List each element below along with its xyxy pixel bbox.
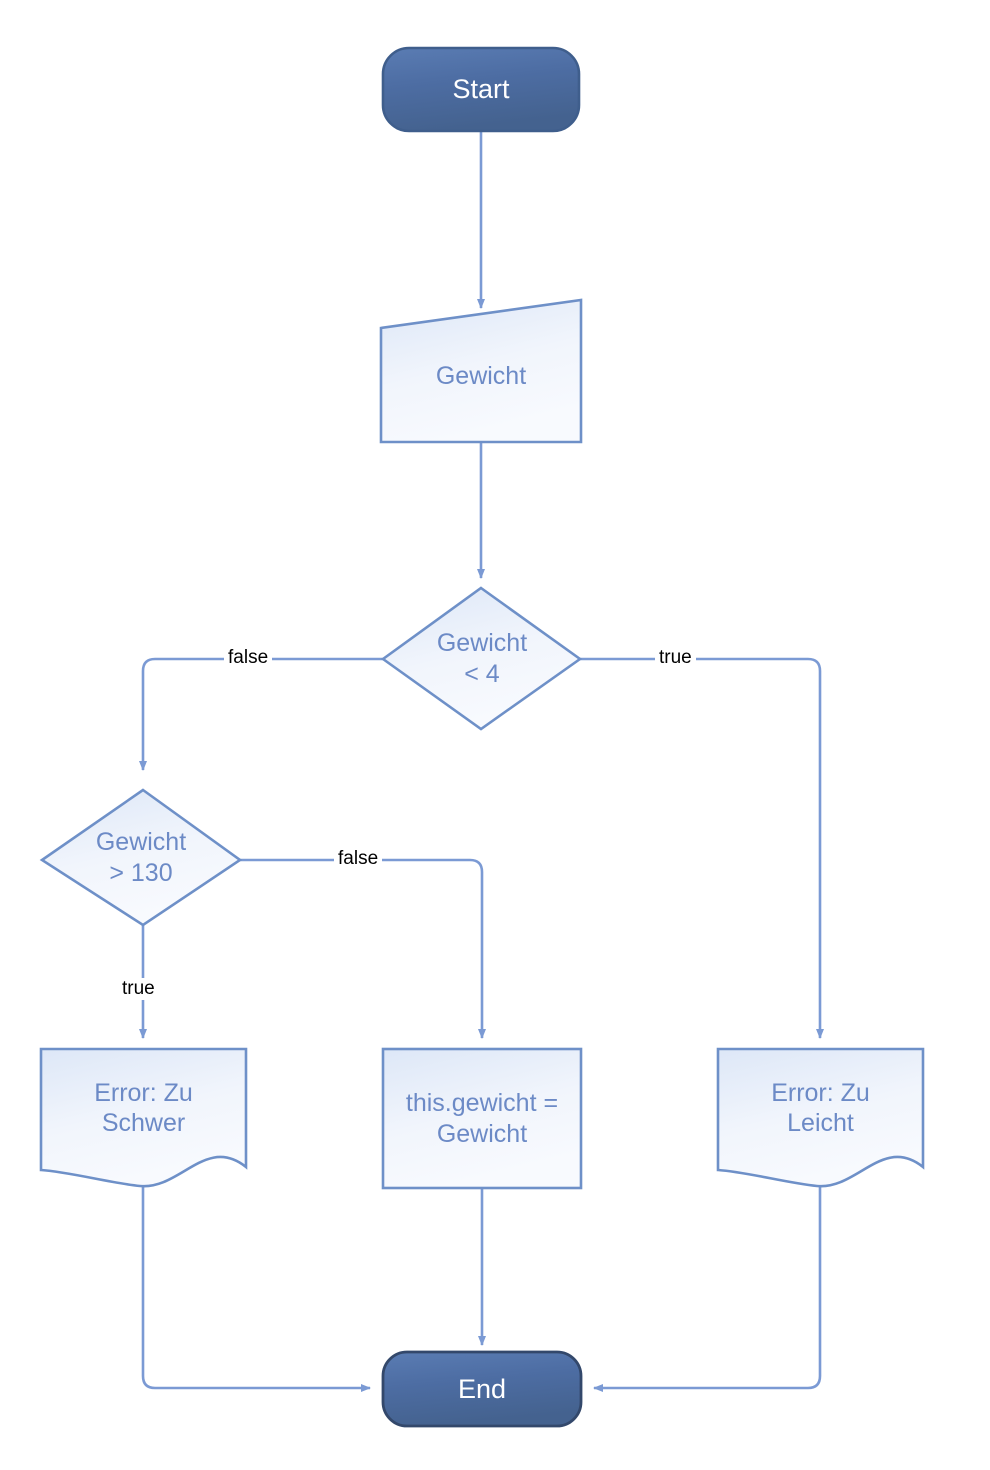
node-end[interactable] bbox=[381, 1350, 583, 1428]
node-input-gewicht[interactable] bbox=[379, 298, 583, 444]
edge-doclight-to-end bbox=[593, 1160, 822, 1392]
edge-decision2-false bbox=[240, 858, 486, 1039]
edge-decision1-true bbox=[580, 657, 824, 1039]
edge-docheavy-to-end bbox=[141, 1160, 371, 1392]
edge-layer bbox=[139, 131, 824, 1392]
node-document-error-zu-leicht[interactable] bbox=[716, 1047, 925, 1188]
node-decision-gewicht-lt-4[interactable] bbox=[380, 586, 583, 731]
node-decision-gewicht-gt-130[interactable] bbox=[39, 788, 243, 927]
node-process-assign-gewicht[interactable] bbox=[381, 1047, 583, 1190]
node-document-error-zu-schwer[interactable] bbox=[39, 1047, 248, 1188]
edge-decision1-false bbox=[139, 657, 383, 771]
node-start[interactable] bbox=[381, 46, 581, 133]
